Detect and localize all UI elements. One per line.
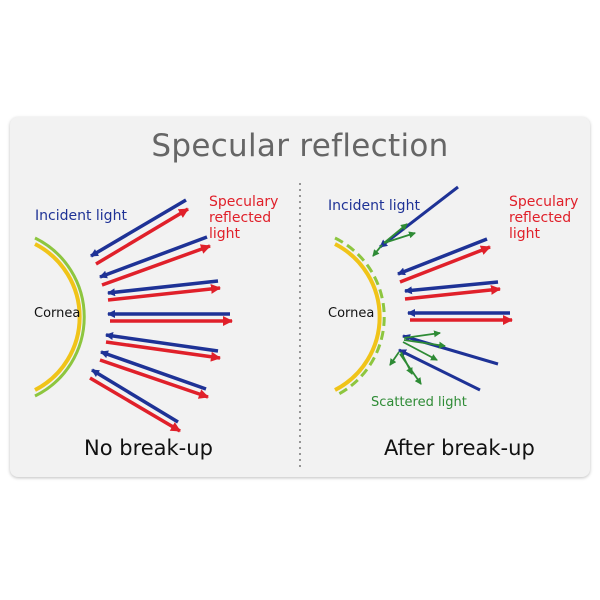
scattered-light-label: Scattered light: [371, 395, 467, 410]
left-reflected-line-3: light: [209, 226, 241, 242]
right-reflected-line-3: light: [509, 226, 541, 242]
scattered-rays-lower: [389, 330, 446, 385]
right-incident-ray-top: [379, 185, 459, 249]
right-caption: After break-up: [384, 436, 535, 460]
left-arrow-pair-4: [107, 310, 233, 326]
left-reflected-line-2: reflected: [209, 210, 272, 226]
right-arrow-pair-1: [397, 237, 491, 284]
scattered-rays-top: [372, 223, 416, 257]
right-arrow-pair-2: [404, 280, 501, 301]
diagram-title: Specular reflection: [151, 128, 449, 164]
left-incident-label: Incident light: [35, 208, 127, 224]
right-reflected-label: Speculary reflected light: [509, 194, 578, 242]
left-arrow-pair-3: [107, 279, 221, 302]
left-arrow-pair-5: [105, 332, 221, 362]
left-arrow-pair-7: [89, 368, 181, 433]
right-cornea: [334, 236, 386, 398]
left-cornea: [34, 236, 86, 398]
left-reflected-label: Speculary reflected light: [209, 194, 278, 242]
right-incident-ray-lower-1: [402, 334, 499, 366]
left-arrow-pair-2: [99, 235, 211, 287]
right-reflected-line-2: reflected: [509, 210, 572, 226]
left-arrow-pair-6: [99, 350, 209, 399]
left-reflected-line-1: Speculary: [209, 194, 279, 210]
right-reflected-line-1: Speculary: [509, 194, 579, 210]
left-cornea-label: Cornea: [34, 306, 81, 321]
right-arrow-pair-3: [407, 309, 513, 325]
right-incident-ray-lower-2: [398, 348, 481, 392]
right-cornea-label: Cornea: [328, 306, 375, 321]
left-caption: No break-up: [84, 436, 213, 460]
right-incident-label: Incident light: [328, 198, 420, 214]
left-arrow-pair-1: [90, 198, 189, 266]
